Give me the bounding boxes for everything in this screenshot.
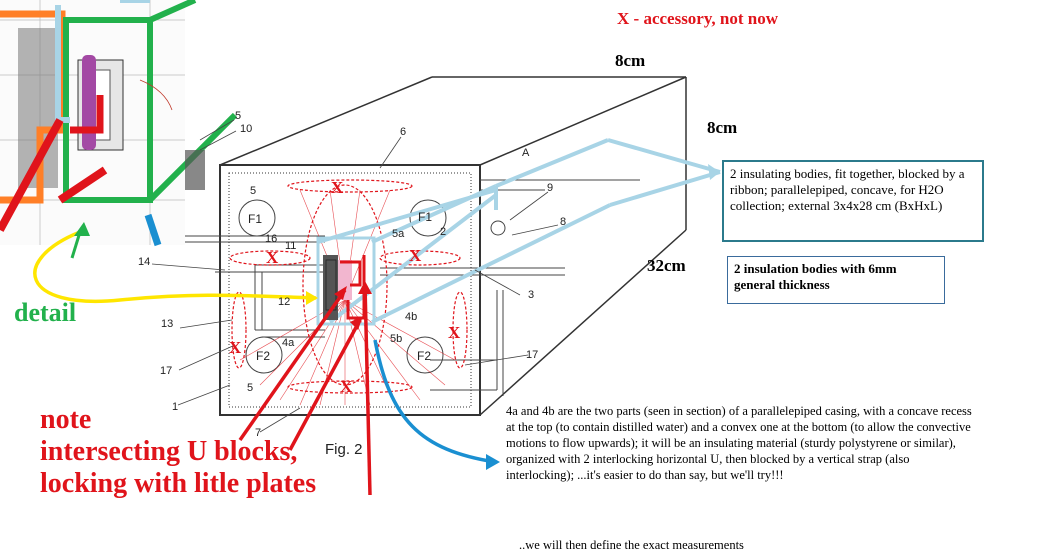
part-label-12: 12: [278, 296, 291, 308]
dimension-width: 8cm: [615, 51, 646, 70]
x-mark-mid-left: X: [266, 248, 279, 267]
part-label-1: 1: [172, 401, 179, 413]
part-label-5a: 5a: [392, 228, 405, 240]
part-label-17-left: 17: [160, 365, 173, 377]
part-label-F2-right: F2: [417, 349, 432, 363]
x-mark-left: X: [229, 338, 242, 357]
fan-circles: [238, 199, 506, 374]
detail-label: detail: [14, 298, 77, 327]
yellow-curve: [33, 230, 317, 303]
part-label-F1-left: F1: [248, 212, 263, 226]
core-outline: [316, 236, 376, 326]
part-label-3: 3: [528, 289, 535, 301]
part-label-4a: 4a: [282, 337, 295, 349]
part-label-13: 13: [161, 318, 174, 330]
part-label-5-bottom: 5: [247, 382, 254, 394]
dimension-length: 32cm: [647, 256, 686, 275]
part-label-6: 6: [400, 126, 407, 138]
detail-inset: [0, 0, 238, 247]
note-label: note intersecting U blocks, locking with…: [40, 404, 317, 499]
part-label-11: 11: [285, 240, 297, 252]
part-label-5b-lower: 5b: [390, 333, 403, 345]
figure-label: Fig. 2: [325, 441, 363, 458]
part-label-14: 14: [138, 256, 151, 268]
footer-note: ..we will then define the exact measurem…: [519, 538, 744, 552]
part-label-2: 2: [440, 226, 447, 238]
part-label-9: 9: [547, 182, 554, 194]
part-label-17-right: 17: [526, 349, 539, 361]
insulating-bodies-note: 2 insulating bodies, fit together, block…: [722, 160, 984, 242]
x-mark-bottom: X: [340, 377, 353, 396]
part-label-F1-right: F1: [418, 210, 433, 224]
x-mark-top: X: [331, 178, 344, 197]
insulation-thickness-note: 2 insulation bodies with 6mm general thi…: [727, 256, 945, 304]
part-label-5b: 5: [250, 185, 257, 197]
dimension-depth: 8cm: [707, 118, 738, 137]
part-label-8: 8: [560, 216, 567, 228]
part-label-10: 10: [240, 123, 253, 135]
projection-lines: [317, 138, 721, 324]
accessory-legend: X - accessory, not now: [617, 9, 779, 28]
part-label-F2-left: F2: [256, 349, 271, 363]
part-label-16: 16: [265, 233, 278, 245]
note-arrows: [238, 284, 372, 496]
blue-arrow: [373, 339, 496, 464]
arrow-to-box: [708, 164, 720, 180]
part-label-4b: 4b: [405, 311, 418, 323]
part-label-7: 7: [255, 427, 262, 439]
x-mark-mid-right: X: [409, 246, 422, 265]
part-label-5: 5: [235, 110, 242, 122]
casing-front: [219, 164, 481, 416]
x-mark-right: X: [448, 323, 461, 342]
description-paragraph: 4a and 4b are the two parts (seen in sec…: [506, 404, 972, 482]
part-label-A: A: [522, 147, 530, 159]
